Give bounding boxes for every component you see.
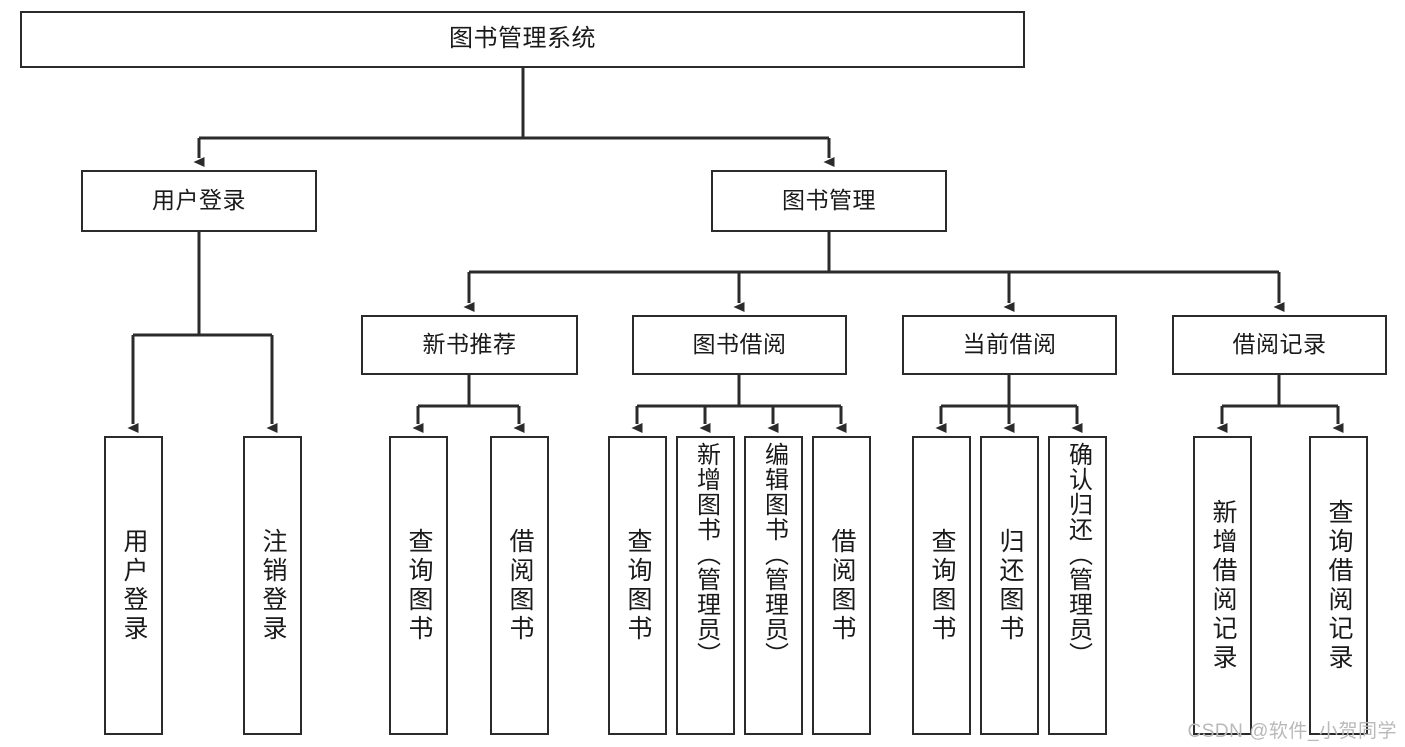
node-book-borrow[interactable]: 图书借阅 (632, 315, 847, 375)
node-leaf-query-borrow-record[interactable]: 查询借阅记录 (1309, 436, 1368, 735)
node-leaf-add-book-admin[interactable]: 新增图书（管理员） (676, 436, 735, 735)
node-leaf-return-book[interactable]: 归还图书 (980, 436, 1039, 735)
node-user-login[interactable]: 用户登录 (81, 170, 317, 232)
node-label: 图书管理 (782, 187, 876, 214)
node-leaf-add-borrow-record[interactable]: 新增借阅记录 (1193, 436, 1252, 735)
node-label: 借阅记录 (1232, 331, 1327, 358)
node-current-borrow[interactable]: 当前借阅 (902, 315, 1117, 375)
node-label: 查询图书 (928, 527, 956, 644)
node-label: 新增图书（管理员） (692, 442, 720, 667)
node-label: 用户登录 (152, 187, 246, 214)
node-borrow-record[interactable]: 借阅记录 (1172, 315, 1387, 375)
node-label: 新书推荐 (422, 331, 517, 358)
node-leaf-logout[interactable]: 注销登录 (243, 436, 302, 735)
node-label: 查询借阅记录 (1325, 498, 1353, 673)
node-leaf-borrow-book[interactable]: 借阅图书 (812, 436, 871, 735)
watermark-text: CSDN @软件_小贺同学 (1187, 721, 1397, 742)
node-label: 编辑图书（管理员） (760, 442, 788, 667)
node-leaf-borrow-book-recommend[interactable]: 借阅图书 (490, 436, 549, 735)
node-label: 注销登录 (259, 527, 287, 644)
node-label: 图书借阅 (692, 331, 787, 358)
node-root-system[interactable]: 图书管理系统 (20, 11, 1025, 68)
node-label: 当前借阅 (962, 331, 1057, 358)
node-leaf-query-book-recommend[interactable]: 查询图书 (389, 436, 448, 735)
node-new-book-recommend[interactable]: 新书推荐 (361, 315, 578, 375)
node-label: 确认归还（管理员） (1064, 442, 1092, 667)
node-leaf-confirm-return-admin[interactable]: 确认归还（管理员） (1048, 436, 1107, 735)
node-label: 归还图书 (996, 527, 1024, 644)
node-label: 借阅图书 (828, 527, 856, 644)
node-label: 借阅图书 (506, 527, 534, 644)
node-label: 图书管理系统 (449, 25, 596, 53)
node-leaf-user-login[interactable]: 用户登录 (104, 436, 163, 735)
node-leaf-query-book-current[interactable]: 查询图书 (912, 436, 971, 735)
node-label: 查询图书 (624, 527, 652, 644)
node-label: 用户登录 (120, 527, 148, 644)
node-leaf-edit-book-admin[interactable]: 编辑图书（管理员） (744, 436, 803, 735)
node-book-management[interactable]: 图书管理 (711, 170, 947, 232)
node-leaf-query-book[interactable]: 查询图书 (608, 436, 667, 735)
node-label: 新增借阅记录 (1209, 498, 1237, 673)
node-label: 查询图书 (405, 527, 433, 644)
